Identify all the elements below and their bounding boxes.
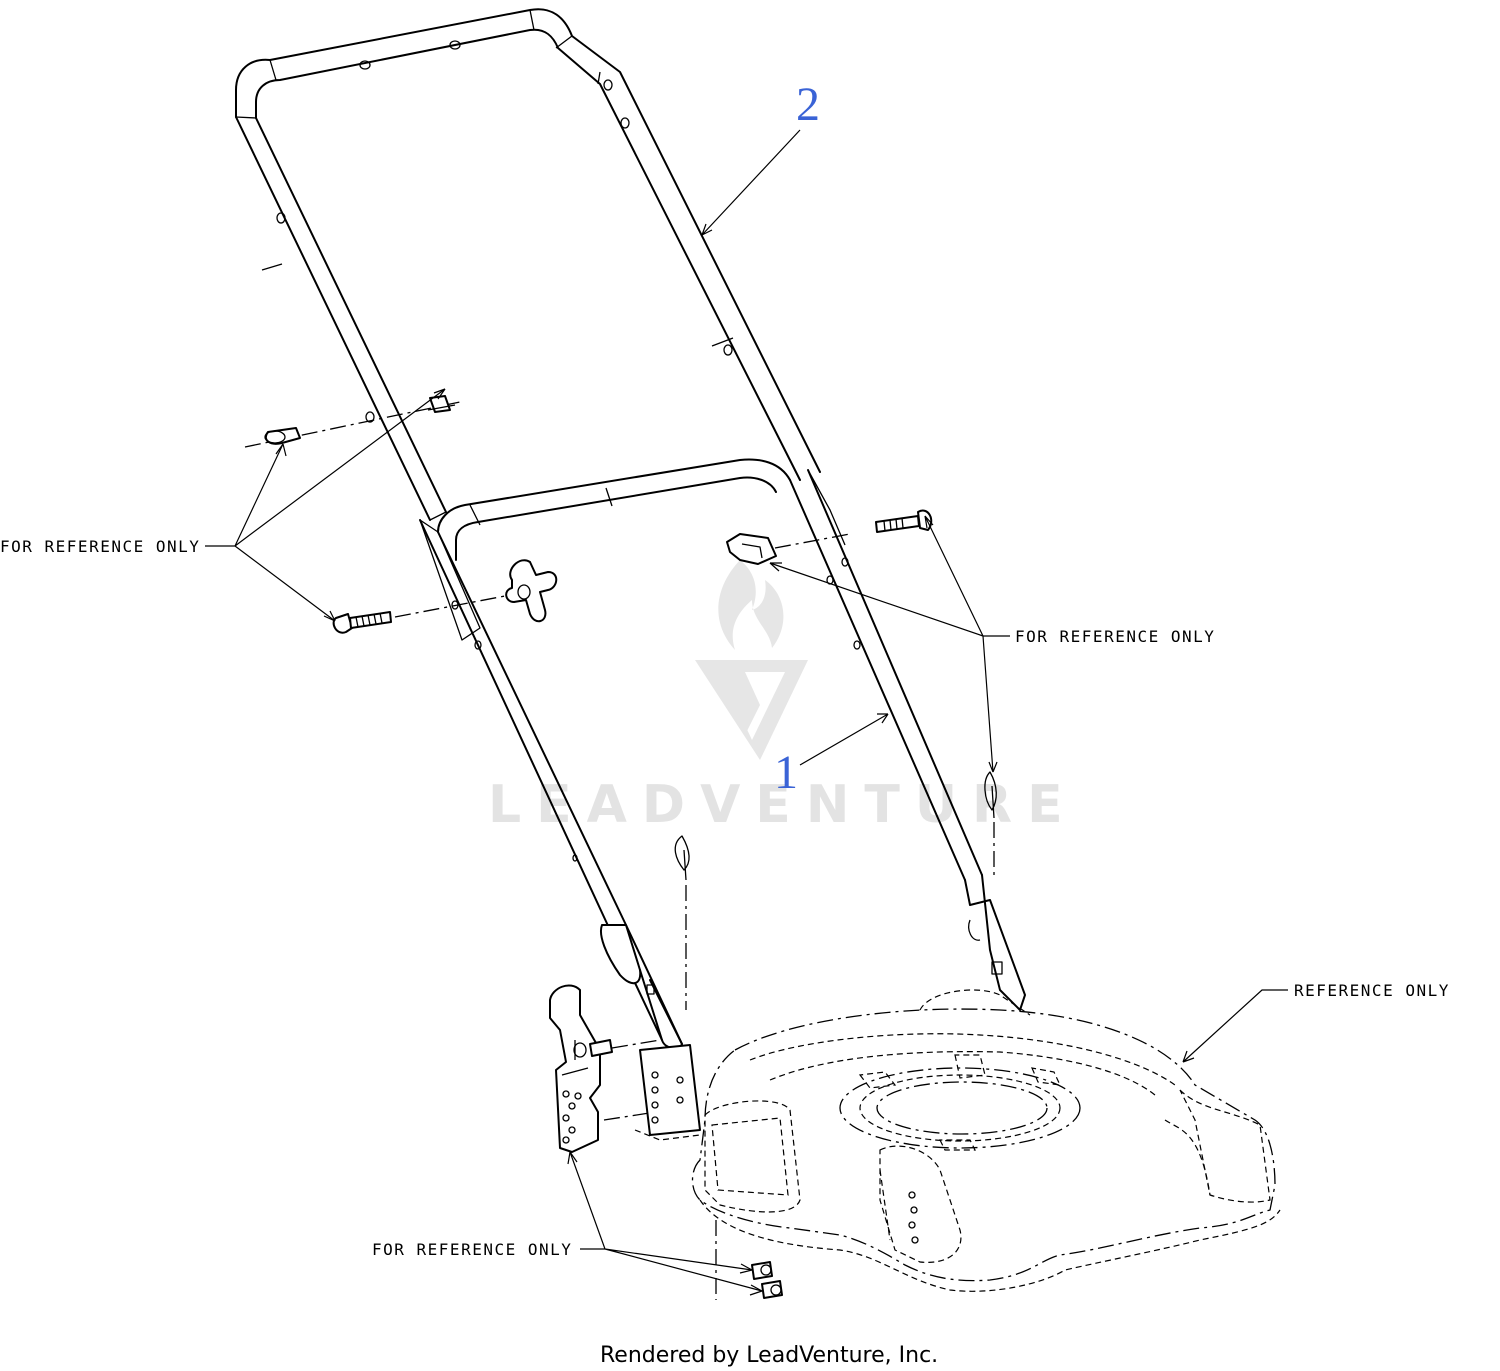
- hardware-bolt-right: [726, 509, 933, 565]
- reference-label-right: FOR REFERENCE ONLY: [1015, 627, 1215, 646]
- reference-label-bottom: FOR REFERENCE ONLY: [372, 1240, 572, 1259]
- mower-deck: [634, 989, 1281, 1300]
- callout-part-2[interactable]: 2: [796, 78, 820, 131]
- hardware-bottom-bolts: [751, 1261, 783, 1299]
- footer-credit: Rendered by LeadVenture, Inc.: [600, 1343, 938, 1368]
- hardware-upper-left: [244, 395, 461, 448]
- watermark-logo: [695, 560, 808, 760]
- reference-label-top-left: FOR REFERENCE ONLY: [0, 537, 200, 556]
- upper-handle: [235, 8, 821, 521]
- height-adjuster: [549, 984, 661, 1153]
- hairpin-clips: [674, 771, 997, 1010]
- leader-lines: [205, 129, 1288, 1296]
- hardware-bolt-knob-left: [332, 559, 558, 634]
- callout-part-1[interactable]: 1: [774, 746, 798, 799]
- watermark-text: LEADVENTURE: [488, 775, 1078, 835]
- reference-label-deck: REFERENCE ONLY: [1294, 981, 1450, 1000]
- lower-handle: [419, 458, 1026, 1050]
